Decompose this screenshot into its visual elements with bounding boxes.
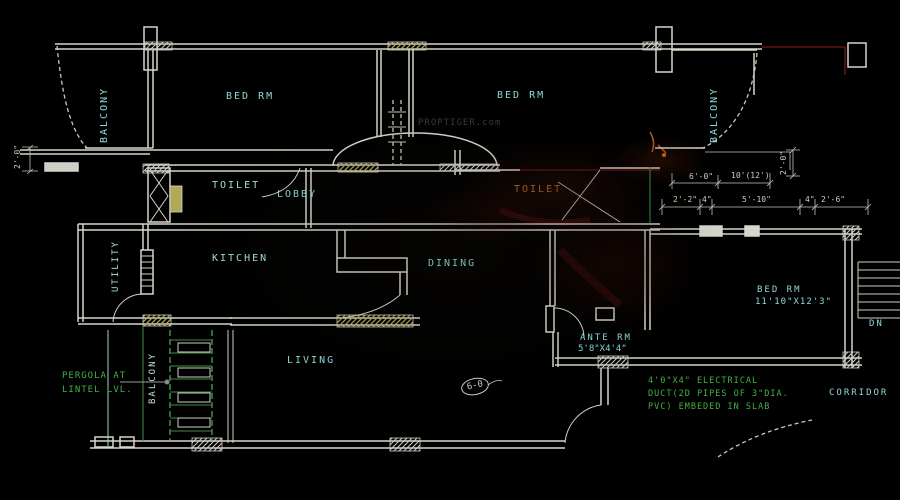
room-label-dining: DINING [428, 258, 477, 269]
note-pergola-line1: PERGOLA AT [62, 371, 127, 381]
room-label-living: LIVING [287, 355, 336, 366]
dim-row-4-a: 4" [702, 195, 712, 204]
room-label-toilet-right: TOILET [514, 184, 563, 195]
dim-row-5-10: 5'-10" [742, 195, 771, 204]
dim-row-2-6: 2'-6" [821, 195, 846, 204]
dim-top-6-0: 6'-0" [689, 172, 714, 181]
room-label-corridor: CORRIDOR [829, 388, 889, 398]
label-down: DN [869, 319, 884, 329]
room-label-toilet-left: TOILET [212, 180, 261, 191]
pier-ticks [388, 111, 406, 143]
room-label-lobby: LOBBY [277, 189, 318, 200]
note-electrical-line1: 4'0"X4" ELECTRICAL [648, 376, 759, 386]
room-label-balcony-top-left: BALCONY [99, 86, 110, 143]
dim-row-4-b: 4" [805, 195, 815, 204]
room-size-bed-rm-bottom-right: 11'10"X12'3" [755, 297, 833, 307]
note-pergola-line2: LINTEL LVL. [62, 385, 133, 395]
dim-right-vertical: 2'-0" [779, 150, 788, 175]
pergola [107, 326, 234, 446]
room-label-bed-rm-bottom-right: BED RM [757, 285, 802, 295]
room-size-ante-rm: 5'8"X4'4" [578, 344, 627, 354]
note-electrical-line2: DUCT(2D PIPES OF 3"DIA. [648, 389, 789, 399]
watermark-text: PROPTIGER.com [418, 118, 502, 128]
stairs-down [857, 261, 900, 319]
room-label-ante-rm: ANTE RM [580, 333, 632, 343]
wall-hatches [142, 41, 860, 452]
dim-top-10-12: 10'(12') [731, 171, 770, 180]
dim-left-vertical: 2'-0" [13, 144, 22, 169]
room-label-balcony-bottom-left: BALCONY [148, 352, 158, 404]
room-label-balcony-top-right: BALCONY [709, 86, 720, 143]
room-label-utility: UTILITY [111, 240, 121, 292]
room-label-kitchen: KITCHEN [212, 253, 269, 264]
room-label-bed-rm-right: BED RM [497, 90, 546, 101]
dimension-lines [22, 144, 872, 386]
room-label-bed-rm-left: BED RM [226, 91, 275, 102]
note-electrical-line3: PVC) EMBEDED IN SLAB [648, 402, 771, 412]
dim-row-2-2: 2'-2" [673, 195, 698, 204]
artifact-orange [649, 131, 667, 157]
balcony-curves [56, 45, 813, 458]
